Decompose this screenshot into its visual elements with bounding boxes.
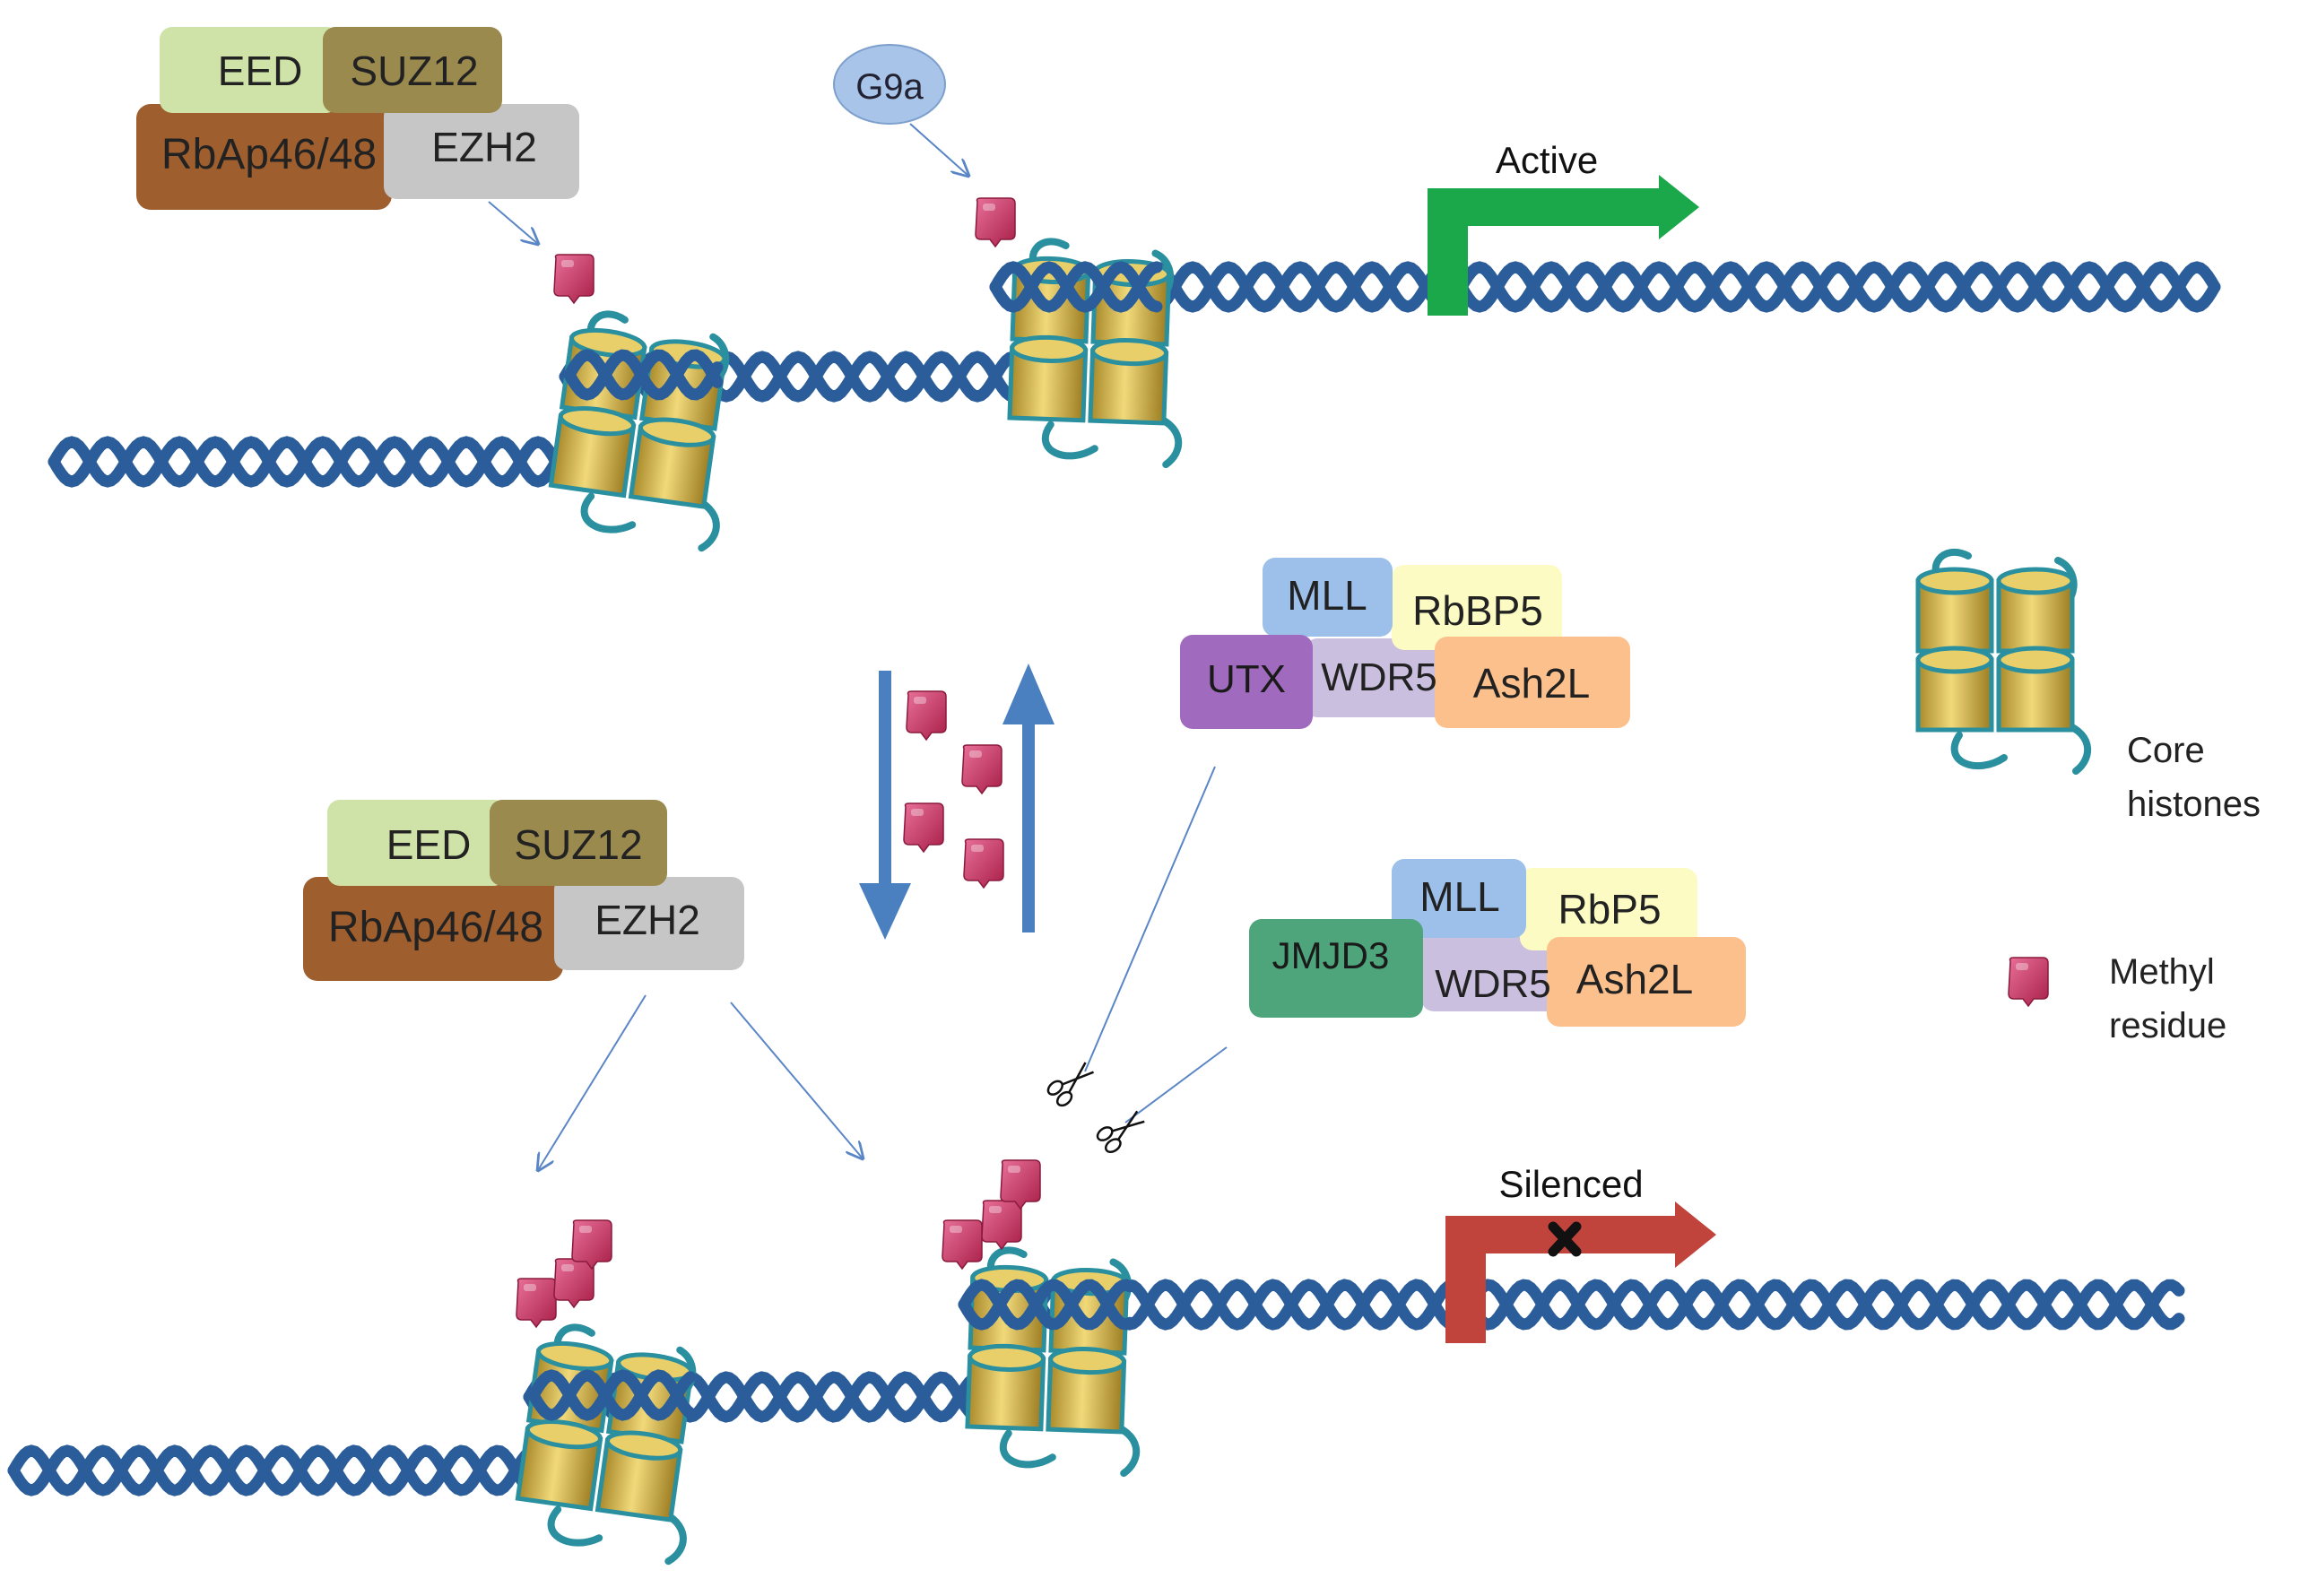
wdr5-box (1305, 638, 1471, 717)
down-arrow-head (859, 883, 911, 940)
rbap-label: RbAp46/48 (161, 131, 377, 178)
legend-methyl-icon (2008, 957, 2049, 1008)
wdr5-label: WDR5 (1321, 655, 1437, 699)
eed-label: EED (218, 48, 303, 94)
ezh2-box (554, 877, 744, 970)
ash2l-label: Ash2L (1473, 660, 1590, 707)
methyl-bottom-2a (942, 1219, 983, 1271)
silenced-promoter: Silenced (1445, 1163, 1716, 1343)
rbap-label: RbAp46/48 (328, 904, 543, 951)
suz12-box (323, 27, 502, 113)
wdr5-label: WDR5 (1435, 962, 1551, 1006)
utx-label: UTX (1207, 657, 1286, 701)
ash2l-box (1435, 637, 1630, 728)
methyl-free-1 (906, 690, 947, 742)
dna-bottom-right (962, 1279, 2185, 1331)
down-arrow-shaft (879, 671, 891, 895)
nucleosomes (515, 238, 2092, 1566)
eed-label: EED (386, 821, 472, 868)
legend-methyl-line1: Methyl (2109, 952, 2215, 992)
active-label: Active (1496, 139, 1598, 181)
rbbp5-label: RbBP5 (1412, 587, 1543, 634)
methyl-bottom-2b (981, 1200, 1022, 1251)
methyl-residues (516, 197, 2049, 1329)
mll-label: MLL (1287, 572, 1367, 619)
dna-top-right (989, 261, 2221, 313)
recruitment-arrows (488, 123, 1228, 1170)
g9a-label: G9a (855, 67, 924, 107)
wdr5-box (1421, 932, 1575, 1011)
arrow-prc2-top (488, 201, 538, 244)
suz12-box (490, 800, 667, 886)
arrow-prc2-bottom-right (730, 1002, 863, 1158)
ash2l-box (1547, 937, 1746, 1027)
rbp5-label: RbP5 (1558, 886, 1661, 932)
scissors-icon-1 (1046, 1062, 1094, 1107)
methyl-bottom-1b (553, 1258, 595, 1309)
methyl-free-3 (903, 802, 944, 854)
methyl-bottom-1c (571, 1219, 612, 1271)
g9a-ellipse (833, 44, 946, 125)
arrow-jmjd3 (1124, 1046, 1228, 1123)
methyl-free-4 (963, 838, 1004, 889)
dna-wrap-top-1 (563, 349, 724, 401)
eed-box (160, 27, 339, 113)
rbap-box (303, 877, 563, 981)
x-mark-icon (1548, 1221, 1582, 1257)
mll-jmjd3-complex: MLL RbP5 JMJD3 WDR5 Ash2L (1249, 859, 1746, 1027)
methyl-top-2 (975, 197, 1016, 248)
legend-core-histones-icon (1915, 548, 2092, 775)
up-arrow-head (1002, 664, 1055, 724)
jmjd3-box (1249, 919, 1423, 1018)
suz12-label: SUZ12 (350, 48, 478, 94)
dna-wrap-top-2 (989, 261, 1163, 313)
legend: Core histones Methyl residue (2109, 731, 2261, 1045)
methyl-bottom-2c (1000, 1159, 1041, 1210)
silenced-arrow-head (1675, 1201, 1716, 1268)
methyl-bottom-1a (516, 1278, 557, 1329)
methyl-free-2 (961, 744, 1002, 795)
active-arrow-bar (1428, 188, 1665, 226)
arrow-utx (1084, 766, 1216, 1072)
silenced-label: Silenced (1498, 1163, 1643, 1205)
ash2l-label: Ash2L (1576, 956, 1693, 1002)
mll-utx-complex: MLL RbBP5 UTX WDR5 Ash2L (1180, 558, 1630, 729)
suz12-label: SUZ12 (514, 821, 642, 868)
scissors-icon-2 (1096, 1110, 1145, 1154)
dna-bottom-left (7, 1444, 535, 1496)
dna-wrap-bottom-2 (958, 1279, 1136, 1331)
methyl-top-1 (553, 254, 595, 305)
dna-top-left (48, 436, 580, 488)
legend-core-histones-line2: histones (2127, 785, 2261, 824)
arrow-prc2-bottom-left (538, 994, 647, 1170)
eed-box (327, 800, 507, 886)
up-arrow-shaft (1022, 713, 1035, 932)
ezh2-label: EZH2 (431, 124, 537, 170)
g9a-enzyme: G9a (833, 44, 946, 125)
active-arrow-head (1659, 175, 1699, 239)
active-promoter: Active (1428, 139, 1699, 316)
methylation-exchange-arrows (859, 664, 1055, 940)
rbbp5-box (1392, 565, 1562, 650)
prc2-complex-top: EED SUZ12 RbAp46/48 EZH2 (136, 27, 579, 210)
mll-box (1263, 558, 1393, 637)
rbap-box (136, 104, 392, 210)
mll-box (1392, 859, 1526, 938)
prc2-complex-bottom: EED SUZ12 RbAp46/48 EZH2 (303, 800, 744, 981)
nucleosome-bottom-1 (515, 1323, 697, 1566)
dna-wrap-bottom-1 (527, 1369, 697, 1421)
ezh2-label: EZH2 (595, 897, 700, 943)
arrow-g9a (909, 123, 968, 176)
utx-box (1180, 635, 1313, 729)
nucleosome-top-1 (548, 310, 730, 552)
rbp5-box (1520, 868, 1697, 950)
mll-label: MLL (1419, 873, 1499, 920)
legend-methyl-line2: residue (2109, 1006, 2226, 1045)
ezh2-box (384, 104, 579, 199)
legend-core-histones-line1: Core (2127, 731, 2205, 770)
jmjd3-label: JMJD3 (1272, 934, 1390, 976)
scissors-icons (1046, 1062, 1145, 1154)
